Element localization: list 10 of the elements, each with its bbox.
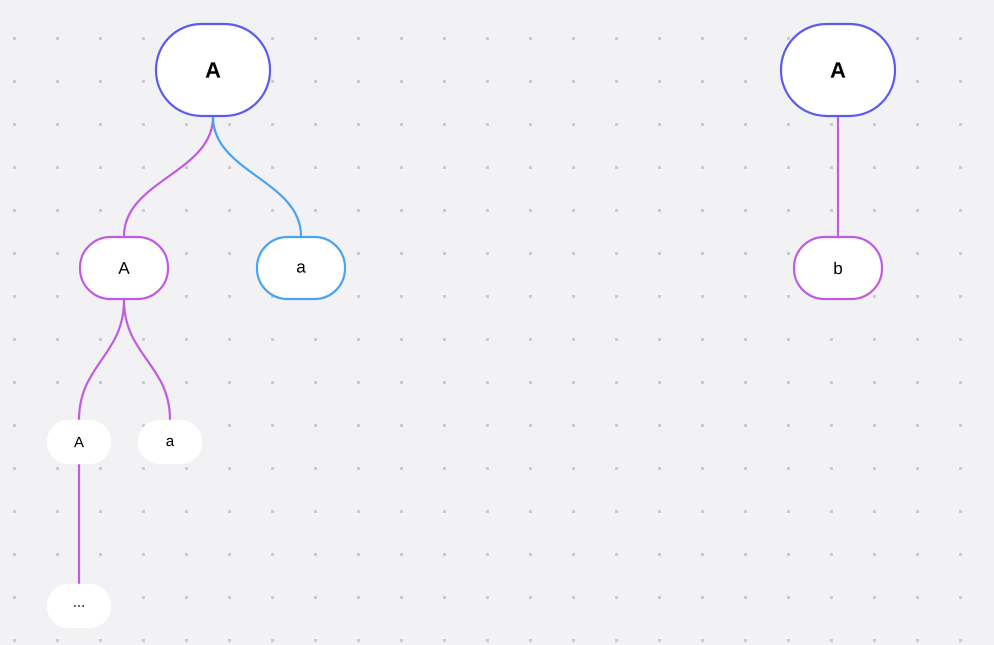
connector-line (78, 464, 80, 584)
connector-line (836, 117, 840, 236)
rounded-node: A (780, 22, 896, 118)
label-pill: ... (47, 584, 111, 628)
connector-line (122, 300, 172, 420)
rounded-node: A (154, 22, 272, 118)
label-pill: A (47, 420, 111, 464)
connector-line (122, 116, 214, 236)
connector-line (212, 116, 302, 236)
label-pill: a (138, 420, 202, 464)
